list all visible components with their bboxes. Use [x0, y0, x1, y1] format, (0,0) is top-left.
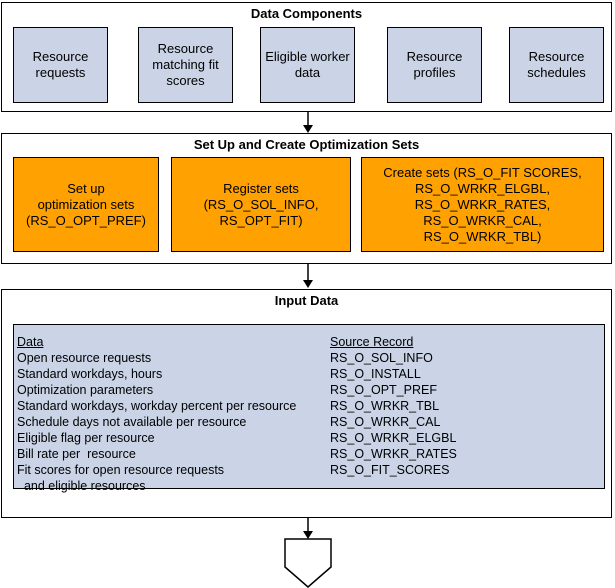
- data-components-panel: Data Components Resource requests Resour…: [1, 2, 612, 112]
- data-row: Bill rate per resource: [17, 447, 136, 461]
- register-sets-box: Register sets (RS_O_SOL_INFO, RS_OPT_FIT…: [171, 157, 351, 252]
- source-row: RS_O_WRKR_CAL: [330, 415, 441, 429]
- optimization-sets-panel: Set Up and Create Optimization Sets Set …: [1, 133, 612, 264]
- data-row: Standard workdays, workday percent per r…: [17, 399, 297, 413]
- input-data-title: Input Data: [274, 293, 339, 308]
- data-row: Schedule days not available per resource: [17, 415, 247, 429]
- source-row: RS_O_WRKR_ELGBL: [330, 431, 457, 445]
- resource-schedules-box: Resource schedules: [509, 27, 604, 103]
- data-column-header: Data: [17, 335, 44, 349]
- input-data-table: Data Open resource requests Standard wor…: [13, 324, 605, 493]
- arrow-down-icon: [303, 518, 313, 539]
- source-row: RS_O_SOL_INFO: [330, 351, 433, 365]
- data-row: Eligible flag per resource: [17, 431, 155, 445]
- source-record-header: Source Record: [330, 335, 414, 349]
- create-sets-box: Create sets (RS_O_FIT SCORES, RS_O_WRKR_…: [361, 157, 604, 252]
- source-row: RS_O_INSTALL: [330, 367, 421, 381]
- eligible-worker-data-box: Eligible worker data: [260, 27, 355, 103]
- data-row: Open resource requests: [17, 351, 152, 365]
- setup-optimization-sets-box: Set up optimization sets (RS_O_OPT_PREF): [13, 157, 159, 252]
- resource-matching-fit-scores-box: Resource matching fit scores: [138, 27, 233, 103]
- data-row: Optimization parameters: [17, 383, 154, 397]
- arrow-down-icon: [303, 264, 313, 288]
- resource-requests-box: Resource requests: [13, 27, 108, 103]
- arrow-down-icon: [303, 112, 313, 133]
- source-row: RS_O_WRKR_TBL: [330, 399, 440, 413]
- resource-profiles-box: Resource profiles: [387, 27, 482, 103]
- input-data-panel: Input Data Data Open resource requests S…: [1, 289, 612, 518]
- source-row: RS_O_FIT_SCORES: [330, 463, 450, 477]
- source-row: RS_O_WRKR_RATES: [330, 447, 457, 461]
- source-row: RS_O_OPT_PREF: [330, 383, 437, 397]
- source-record-column: Source Record RS_O_SOL_INFO RS_O_INSTALL…: [330, 334, 457, 478]
- data-row: Standard workdays, hours: [17, 367, 163, 381]
- data-column: Data Open resource requests Standard wor…: [17, 334, 296, 494]
- off-page-connector-icon: [284, 538, 332, 588]
- data-row: and eligible resources: [17, 479, 146, 493]
- data-components-title: Data Components: [250, 6, 363, 21]
- optimization-sets-title: Set Up and Create Optimization Sets: [193, 137, 420, 152]
- data-row: Fit scores for open resource requests: [17, 463, 225, 477]
